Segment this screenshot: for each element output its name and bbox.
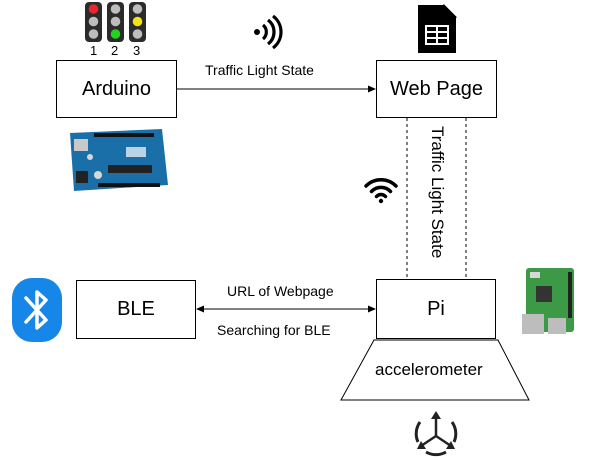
- bluetooth-icon: [12, 278, 62, 342]
- traffic-light-2: [107, 2, 124, 42]
- node-webpage-label: Web Page: [389, 77, 484, 100]
- edge-label-arduino-to-webpage: Traffic Light State: [205, 62, 314, 78]
- traffic-light-number-2: 2: [111, 43, 119, 58]
- edge-label-pi-to-ble-bottom: Searching for BLE: [217, 322, 331, 338]
- three-axis-icon: [414, 411, 458, 457]
- node-accelerometer-label: accelerometer: [375, 360, 483, 379]
- raspberry-pi-board-icon: [522, 268, 574, 334]
- signal-waves-icon: [254, 14, 283, 50]
- node-arduino-label: Arduino: [82, 77, 151, 100]
- edge-label-pi-to-ble-top: URL of Webpage: [227, 283, 334, 299]
- wifi-icon: [364, 178, 398, 204]
- traffic-light-1: [85, 2, 102, 42]
- node-ble: BLE: [76, 280, 196, 339]
- node-ble-label: BLE: [117, 298, 155, 320]
- node-arduino: Arduino: [56, 60, 177, 118]
- node-pi: Pi: [376, 279, 496, 339]
- node-webpage: Web Page: [376, 60, 497, 118]
- node-pi-label: Pi: [427, 297, 445, 320]
- spreadsheet-document-icon: [418, 3, 458, 53]
- arduino-board-icon: [70, 129, 168, 191]
- traffic-light-3: [129, 2, 146, 42]
- traffic-light-number-3: 3: [133, 43, 141, 58]
- traffic-light-number-1: 1: [90, 43, 98, 58]
- traffic-lights-icon: [85, 2, 146, 42]
